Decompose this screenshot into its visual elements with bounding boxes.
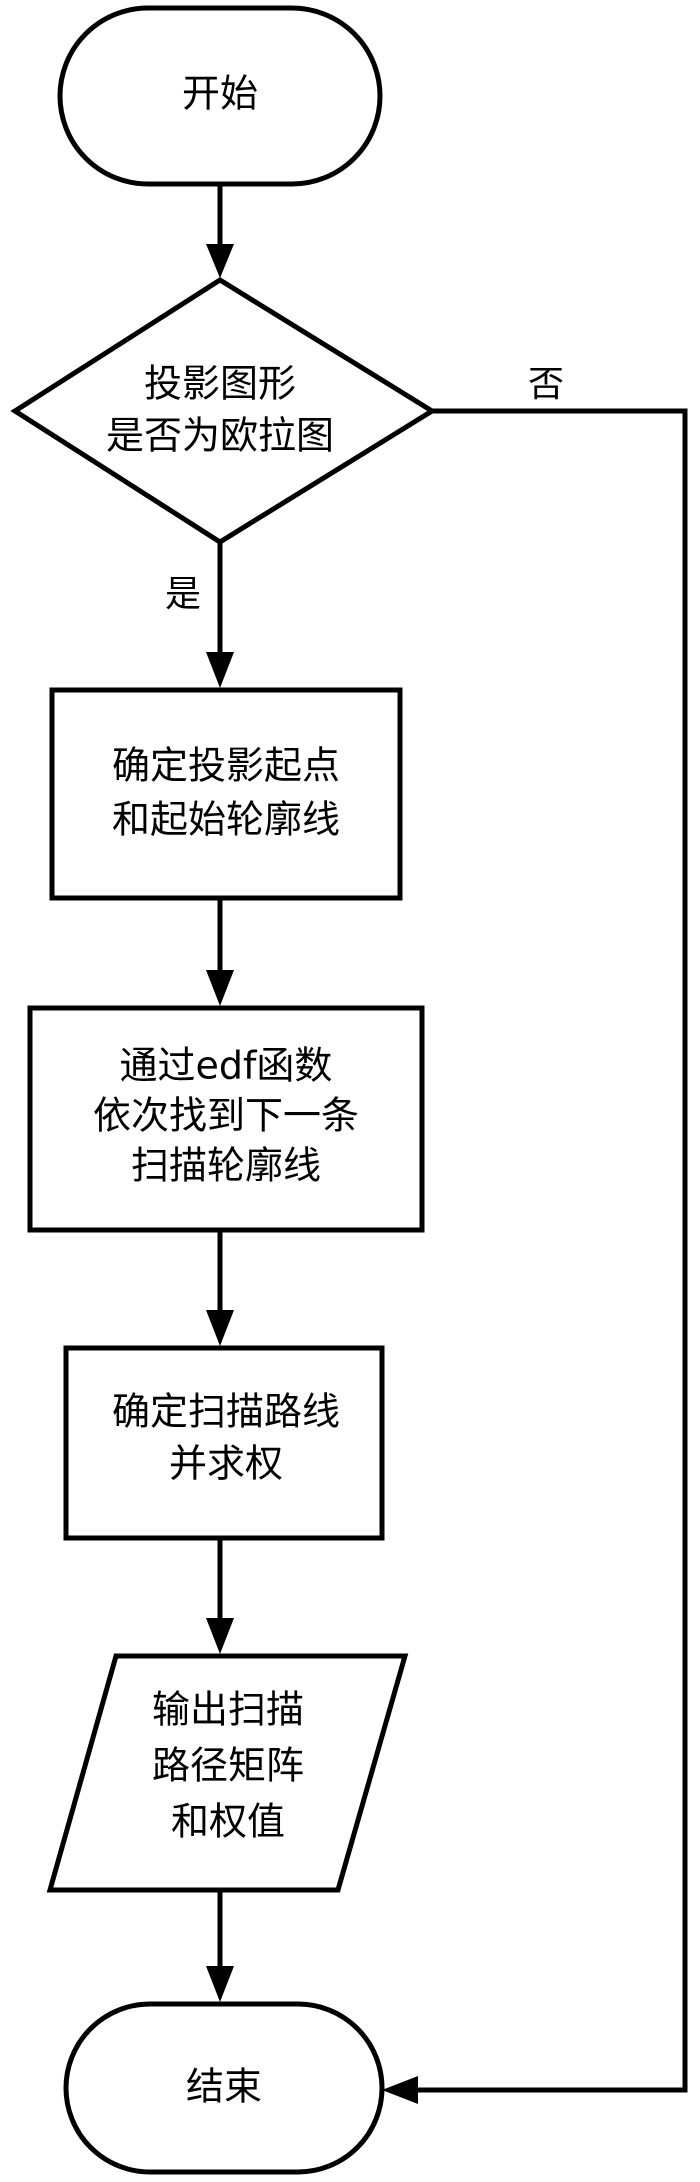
output-line-1: 输出扫描 [152, 1688, 304, 1732]
start-label: 开始 [182, 72, 258, 116]
determine-route-line-2: 并求权 [169, 1442, 283, 1486]
decision-diamond: 投影图形 是否为欧拉图 [10, 277, 437, 545]
connector-start-to-decision [206, 184, 234, 278]
decision-line-2: 是否为欧拉图 [106, 414, 334, 458]
end-label: 结束 [186, 2065, 262, 2109]
process-determine-route: 确定扫描路线 并求权 [63, 1345, 385, 1541]
decision-line-1: 投影图形 [144, 362, 296, 406]
process-find-next: 通过edf函数 依次找到下一条 扫描轮廓线 [27, 1005, 425, 1233]
find-next-line-1: 通过edf函数 [120, 1044, 333, 1088]
find-next-line-2: 依次找到下一条 [93, 1094, 359, 1138]
connector-decision-to-determine-start [206, 542, 234, 688]
connector-find-next-to-determine-route [206, 1230, 234, 1346]
determine-start-line-1: 确定投影起点 [112, 744, 340, 788]
connector-determine-route-to-output [206, 1538, 234, 1654]
connector-no-branch [382, 408, 688, 2104]
connector-output-to-end [206, 1890, 234, 2002]
find-next-line-3: 扫描轮廓线 [131, 1144, 321, 1188]
no-label: 否 [528, 364, 564, 405]
output-parallelogram: 输出扫描 路径矩阵 和权值 [46, 1653, 409, 1893]
end-terminator: 结束 [63, 2001, 385, 2175]
output-line-2: 路径矩阵 [152, 1744, 304, 1788]
determine-route-line-1: 确定扫描路线 [112, 1390, 340, 1434]
determine-start-line-2: 和起始轮廓线 [112, 798, 340, 842]
process-determine-start: 确定投影起点 和起始轮廓线 [49, 687, 403, 901]
connector-determine-start-to-find-next [206, 898, 234, 1006]
start-terminator: 开始 [57, 5, 383, 187]
yes-label: 是 [165, 574, 201, 615]
output-line-3: 和权值 [171, 1800, 285, 1844]
